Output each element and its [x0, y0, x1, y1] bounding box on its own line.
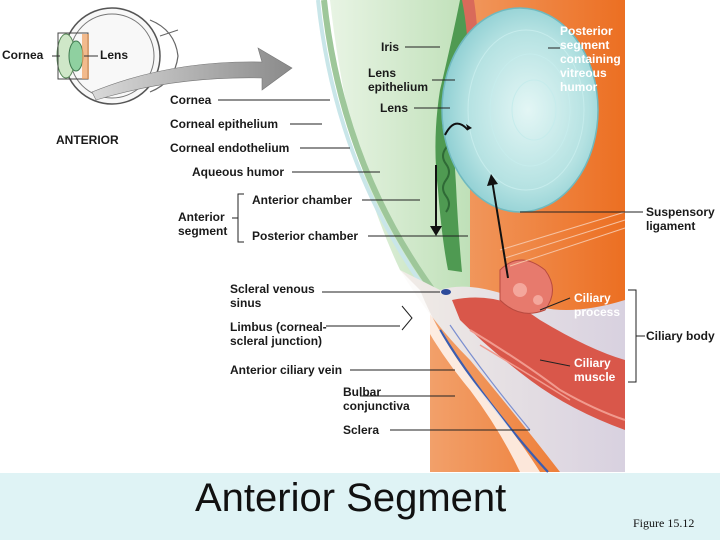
footer-band	[0, 473, 720, 540]
limbus-label: Limbus (corneal- scleral junction)	[230, 320, 327, 348]
eye-cross-section	[316, 0, 626, 473]
iris-label: Iris	[381, 40, 400, 54]
inset-cornea-label: Cornea	[2, 48, 44, 62]
anterior-chamber-label: Anterior chamber	[252, 193, 353, 207]
aqueous-humor-label: Aqueous humor	[192, 165, 284, 179]
posterior-chamber-label: Posterior chamber	[252, 229, 359, 243]
lens-label: Lens	[380, 101, 409, 115]
sclera-label: Sclera	[343, 423, 380, 437]
anterior-ciliary-vein-label: Anterior ciliary vein	[230, 363, 343, 377]
slide-title: Anterior Segment	[195, 476, 507, 520]
corneal-epithelium-label: Corneal epithelium	[170, 117, 279, 131]
corneal-endothelium-label: Corneal endothelium	[170, 141, 290, 155]
anterior-orientation-label: ANTERIOR	[56, 133, 119, 147]
lens-epithelium-label: Lens epithelium	[368, 66, 429, 94]
leader-lines	[218, 46, 645, 431]
figure-reference: Figure 15.12	[633, 516, 695, 530]
posterior-segment-label: Posterior segment containing vitreous hu…	[560, 24, 621, 94]
ciliary-body-label: Ciliary body	[646, 329, 715, 343]
bulbar-conjunctiva-label: Bulbar conjunctiva	[343, 385, 410, 413]
suspensory-ligament-label: Suspensory ligament	[646, 205, 715, 233]
ciliary-process-label: Ciliary process	[574, 291, 621, 319]
zoom-arrow	[91, 47, 293, 101]
cornea-label: Cornea	[170, 93, 212, 107]
ciliary-muscle-label: Ciliary muscle	[574, 356, 616, 384]
anterior-segment-label: Anterior segment	[178, 210, 228, 238]
inset-lens-label: Lens	[100, 48, 129, 62]
scleral-venous-sinus-label: Scleral venous sinus	[230, 282, 315, 310]
